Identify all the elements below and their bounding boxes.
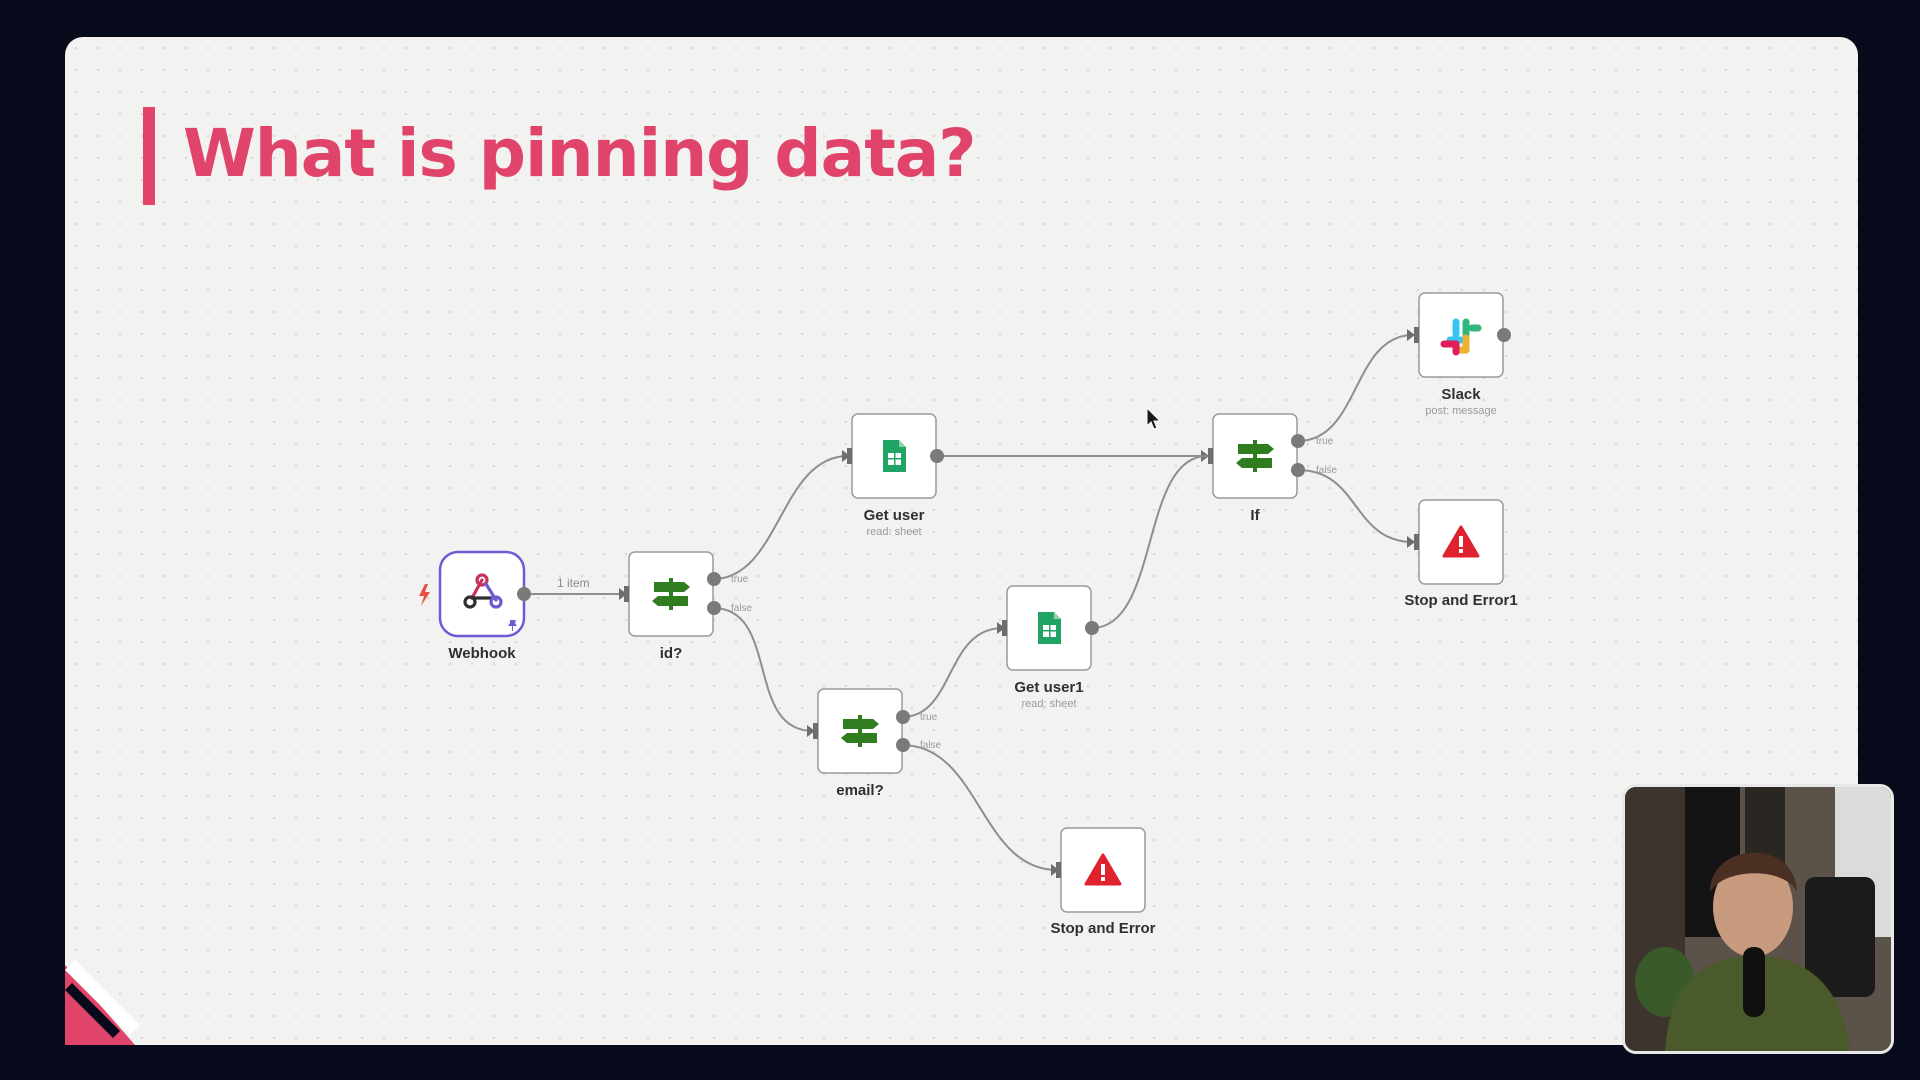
presenter-webcam (1622, 784, 1894, 1054)
connection-id-get-user[interactable] (712, 455, 849, 580)
connection-if-slack[interactable] (1297, 334, 1414, 442)
slack-icon (1440, 318, 1482, 356)
node-subtitle: read: sheet (1021, 698, 1076, 710)
google-sheets-icon (1038, 612, 1061, 644)
connection-id-email[interactable] (712, 607, 814, 732)
node-title: email? (836, 782, 884, 799)
input-handle[interactable] (624, 586, 629, 602)
pin-icon (508, 620, 517, 631)
node-subtitle: read: sheet (866, 526, 921, 538)
output-handle[interactable] (517, 587, 531, 601)
connection-get-user1-if[interactable] (1091, 455, 1208, 629)
if-signpost-icon (1236, 440, 1274, 472)
node-stop-and-error[interactable]: Stop and Error (1050, 827, 1156, 937)
node-title: Webhook (448, 645, 516, 662)
edge-label-item-count: 1 item (557, 576, 590, 590)
input-handle[interactable] (1414, 534, 1419, 550)
node-id-check[interactable]: true false id? (624, 551, 753, 662)
connection-email-get-user1[interactable] (901, 627, 1004, 718)
slide-title: What is pinning data? (183, 115, 977, 192)
node-title: Stop and Error1 (1404, 592, 1517, 609)
input-handle[interactable] (1208, 448, 1213, 464)
output-handle-false[interactable] (707, 601, 721, 615)
branch-label-true: true (731, 574, 749, 585)
node-title: Slack (1441, 386, 1481, 403)
node-slack[interactable]: Slack post: message (1414, 292, 1511, 417)
output-handle[interactable] (1085, 621, 1099, 635)
input-handle[interactable] (1056, 862, 1061, 878)
output-handle-true[interactable] (896, 710, 910, 724)
workflow-connections (523, 329, 1415, 876)
node-email-check[interactable]: true false email? (813, 688, 942, 799)
presenter-video-icon (1625, 787, 1891, 1051)
if-signpost-icon (841, 715, 879, 747)
output-handle-true[interactable] (707, 572, 721, 586)
title-accent-bar (143, 107, 155, 205)
node-get-user[interactable]: Get user read: sheet (847, 413, 944, 538)
mouse-cursor-icon (1146, 406, 1162, 430)
google-sheets-icon (883, 440, 906, 472)
trigger-bolt-icon (419, 584, 430, 606)
input-handle[interactable] (813, 723, 818, 739)
node-title: Stop and Error (1050, 920, 1155, 937)
corner-logo-icon (65, 960, 140, 1045)
branch-label-true: true (1316, 436, 1334, 447)
connection-email-stop-error[interactable] (901, 744, 1058, 871)
output-handle-true[interactable] (1291, 434, 1305, 448)
warning-triangle-icon (1442, 525, 1480, 558)
node-title: Get user1 (1014, 679, 1083, 696)
node-subtitle: post: message (1425, 405, 1497, 417)
branch-label-false: false (731, 603, 753, 614)
if-signpost-icon (652, 578, 690, 610)
webhook-icon (463, 573, 503, 609)
branch-label-false: false (1316, 465, 1338, 476)
output-handle-false[interactable] (1291, 463, 1305, 477)
branch-label-true: true (920, 712, 938, 723)
input-handle[interactable] (1414, 327, 1419, 343)
connection-if-stop-error1[interactable] (1297, 469, 1414, 543)
output-handle[interactable] (930, 449, 944, 463)
input-handle[interactable] (847, 448, 852, 464)
output-handle-false[interactable] (896, 738, 910, 752)
branch-label-false: false (920, 740, 942, 751)
output-handle[interactable] (1497, 328, 1511, 342)
node-if[interactable]: true false If (1208, 413, 1338, 524)
node-stop-and-error1[interactable]: Stop and Error1 (1404, 499, 1518, 609)
node-title: Get user (864, 507, 925, 524)
node-webhook[interactable]: Webhook (419, 550, 531, 662)
node-title: If (1250, 507, 1260, 524)
node-title: id? (660, 645, 683, 662)
node-get-user1[interactable]: Get user1 read: sheet (1002, 585, 1099, 710)
presentation-slide: What is pinning data? (65, 37, 1858, 1045)
input-handle[interactable] (1002, 620, 1007, 636)
warning-triangle-icon (1084, 853, 1122, 886)
